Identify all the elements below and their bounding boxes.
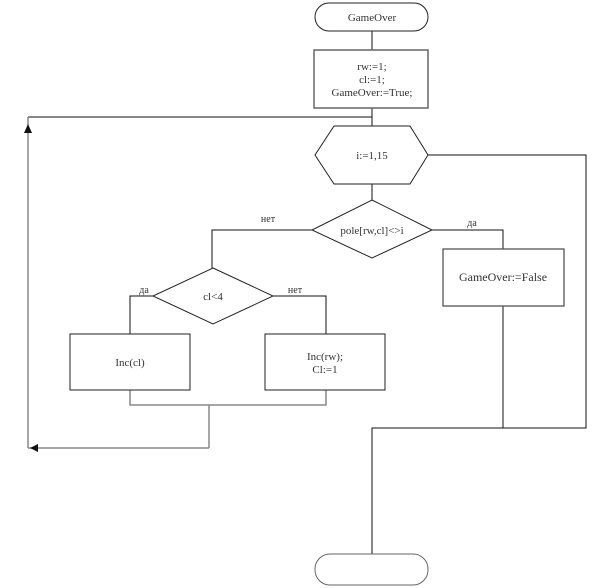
merge-line	[129, 390, 327, 406]
cond-cl-yes-path	[129, 295, 153, 334]
inc-cl-process	[69, 333, 191, 391]
cond-cl-label: cl<4	[203, 291, 223, 303]
inc-rw-process	[264, 333, 386, 391]
loop-exit-path	[371, 154, 587, 554]
init-line-3: GameOver:=True;	[332, 87, 413, 99]
cond-main-no-path	[211, 229, 312, 268]
start-label: GameOver	[348, 12, 397, 24]
inc-rw-line-2: Cl:=1	[312, 364, 337, 376]
set-false-process	[442, 248, 565, 307]
arrow-left-icon	[30, 444, 38, 452]
arrow-up-icon	[24, 124, 32, 133]
init-process	[313, 49, 429, 109]
cond-main-yes-path	[432, 229, 504, 249]
start-terminator	[314, 2, 429, 32]
cond-cl-no-path	[273, 295, 327, 334]
cond-main-no-label: нет	[261, 214, 276, 225]
cond-main-label: pole[rw,cl]<>i	[340, 225, 403, 237]
set-false-label: GameOver:=False	[459, 270, 547, 284]
init-line-2: cl:=1;	[359, 74, 385, 86]
cond-cl-no-label: нет	[288, 285, 303, 296]
cond-main-yes-label: да	[467, 218, 477, 229]
cond-cl-yes-label: да	[139, 285, 149, 296]
cond-cl-diamond	[151, 267, 275, 325]
loop-label: i:=1,15	[356, 150, 388, 162]
init-line-1: rw:=1;	[357, 61, 386, 73]
cond-main-diamond	[310, 199, 434, 259]
inc-cl-label: Inc(cl)	[115, 357, 145, 369]
end-terminator	[314, 553, 429, 586]
loop-hexagon	[314, 125, 429, 185]
inc-rw-line-1: Inc(rw);	[307, 351, 343, 363]
